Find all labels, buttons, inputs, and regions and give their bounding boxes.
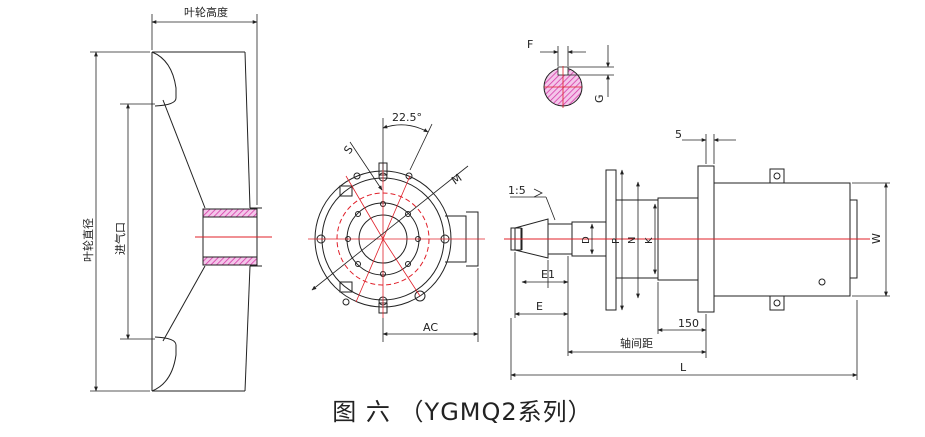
- impeller-section-view: [151, 51, 262, 392]
- impeller-height-label: 叶轮高度: [184, 5, 228, 19]
- l-dimension: [510, 300, 858, 380]
- w-dimension: [852, 182, 890, 297]
- vertical-dims: [590, 169, 657, 311]
- m-label: M: [449, 171, 464, 187]
- end-view-centerlines: [308, 163, 485, 318]
- n-label: N: [627, 237, 638, 244]
- five-dimension: [682, 134, 736, 164]
- f-label: F: [527, 38, 533, 51]
- impeller-diameter-label: 叶轮直径: [81, 218, 95, 262]
- taper-label: 1:5: [508, 184, 526, 197]
- p-label: P: [611, 238, 622, 244]
- d-label: D: [581, 236, 592, 244]
- shaft-distance-label: 轴间距: [620, 336, 653, 350]
- inlet-label: 进气口: [113, 222, 127, 255]
- angle-dimension: [382, 118, 433, 171]
- ac-label: AC: [423, 321, 438, 334]
- w-label: W: [870, 233, 883, 244]
- g-label: G: [593, 94, 606, 103]
- taper-leader: [510, 188, 556, 221]
- inlet-dimension: [120, 103, 155, 340]
- impeller-height-dimension: [151, 14, 258, 205]
- e-label: E: [536, 300, 543, 313]
- e1-label: E1: [541, 268, 555, 281]
- keyway-dims: [540, 45, 614, 97]
- one-fifty-label: 150: [678, 317, 699, 330]
- keyway-section: [543, 66, 583, 108]
- ac-dimension: [382, 268, 479, 342]
- l-label: L: [680, 361, 687, 374]
- s-label: S: [341, 143, 356, 156]
- end-view: [314, 162, 479, 314]
- m-leader: [311, 165, 469, 291]
- k-label: K: [644, 237, 655, 244]
- impeller-diameter-dimension: [90, 51, 150, 392]
- five-label: 5: [675, 128, 682, 141]
- technical-drawing: 叶轮高度 叶轮直径 进气口: [81, 5, 890, 392]
- s-leader: [349, 141, 383, 191]
- angle-label: 22.5°: [392, 111, 422, 124]
- figure-caption: 图 六 （YGMQ2系列）: [332, 398, 593, 426]
- e-dims: [514, 252, 569, 356]
